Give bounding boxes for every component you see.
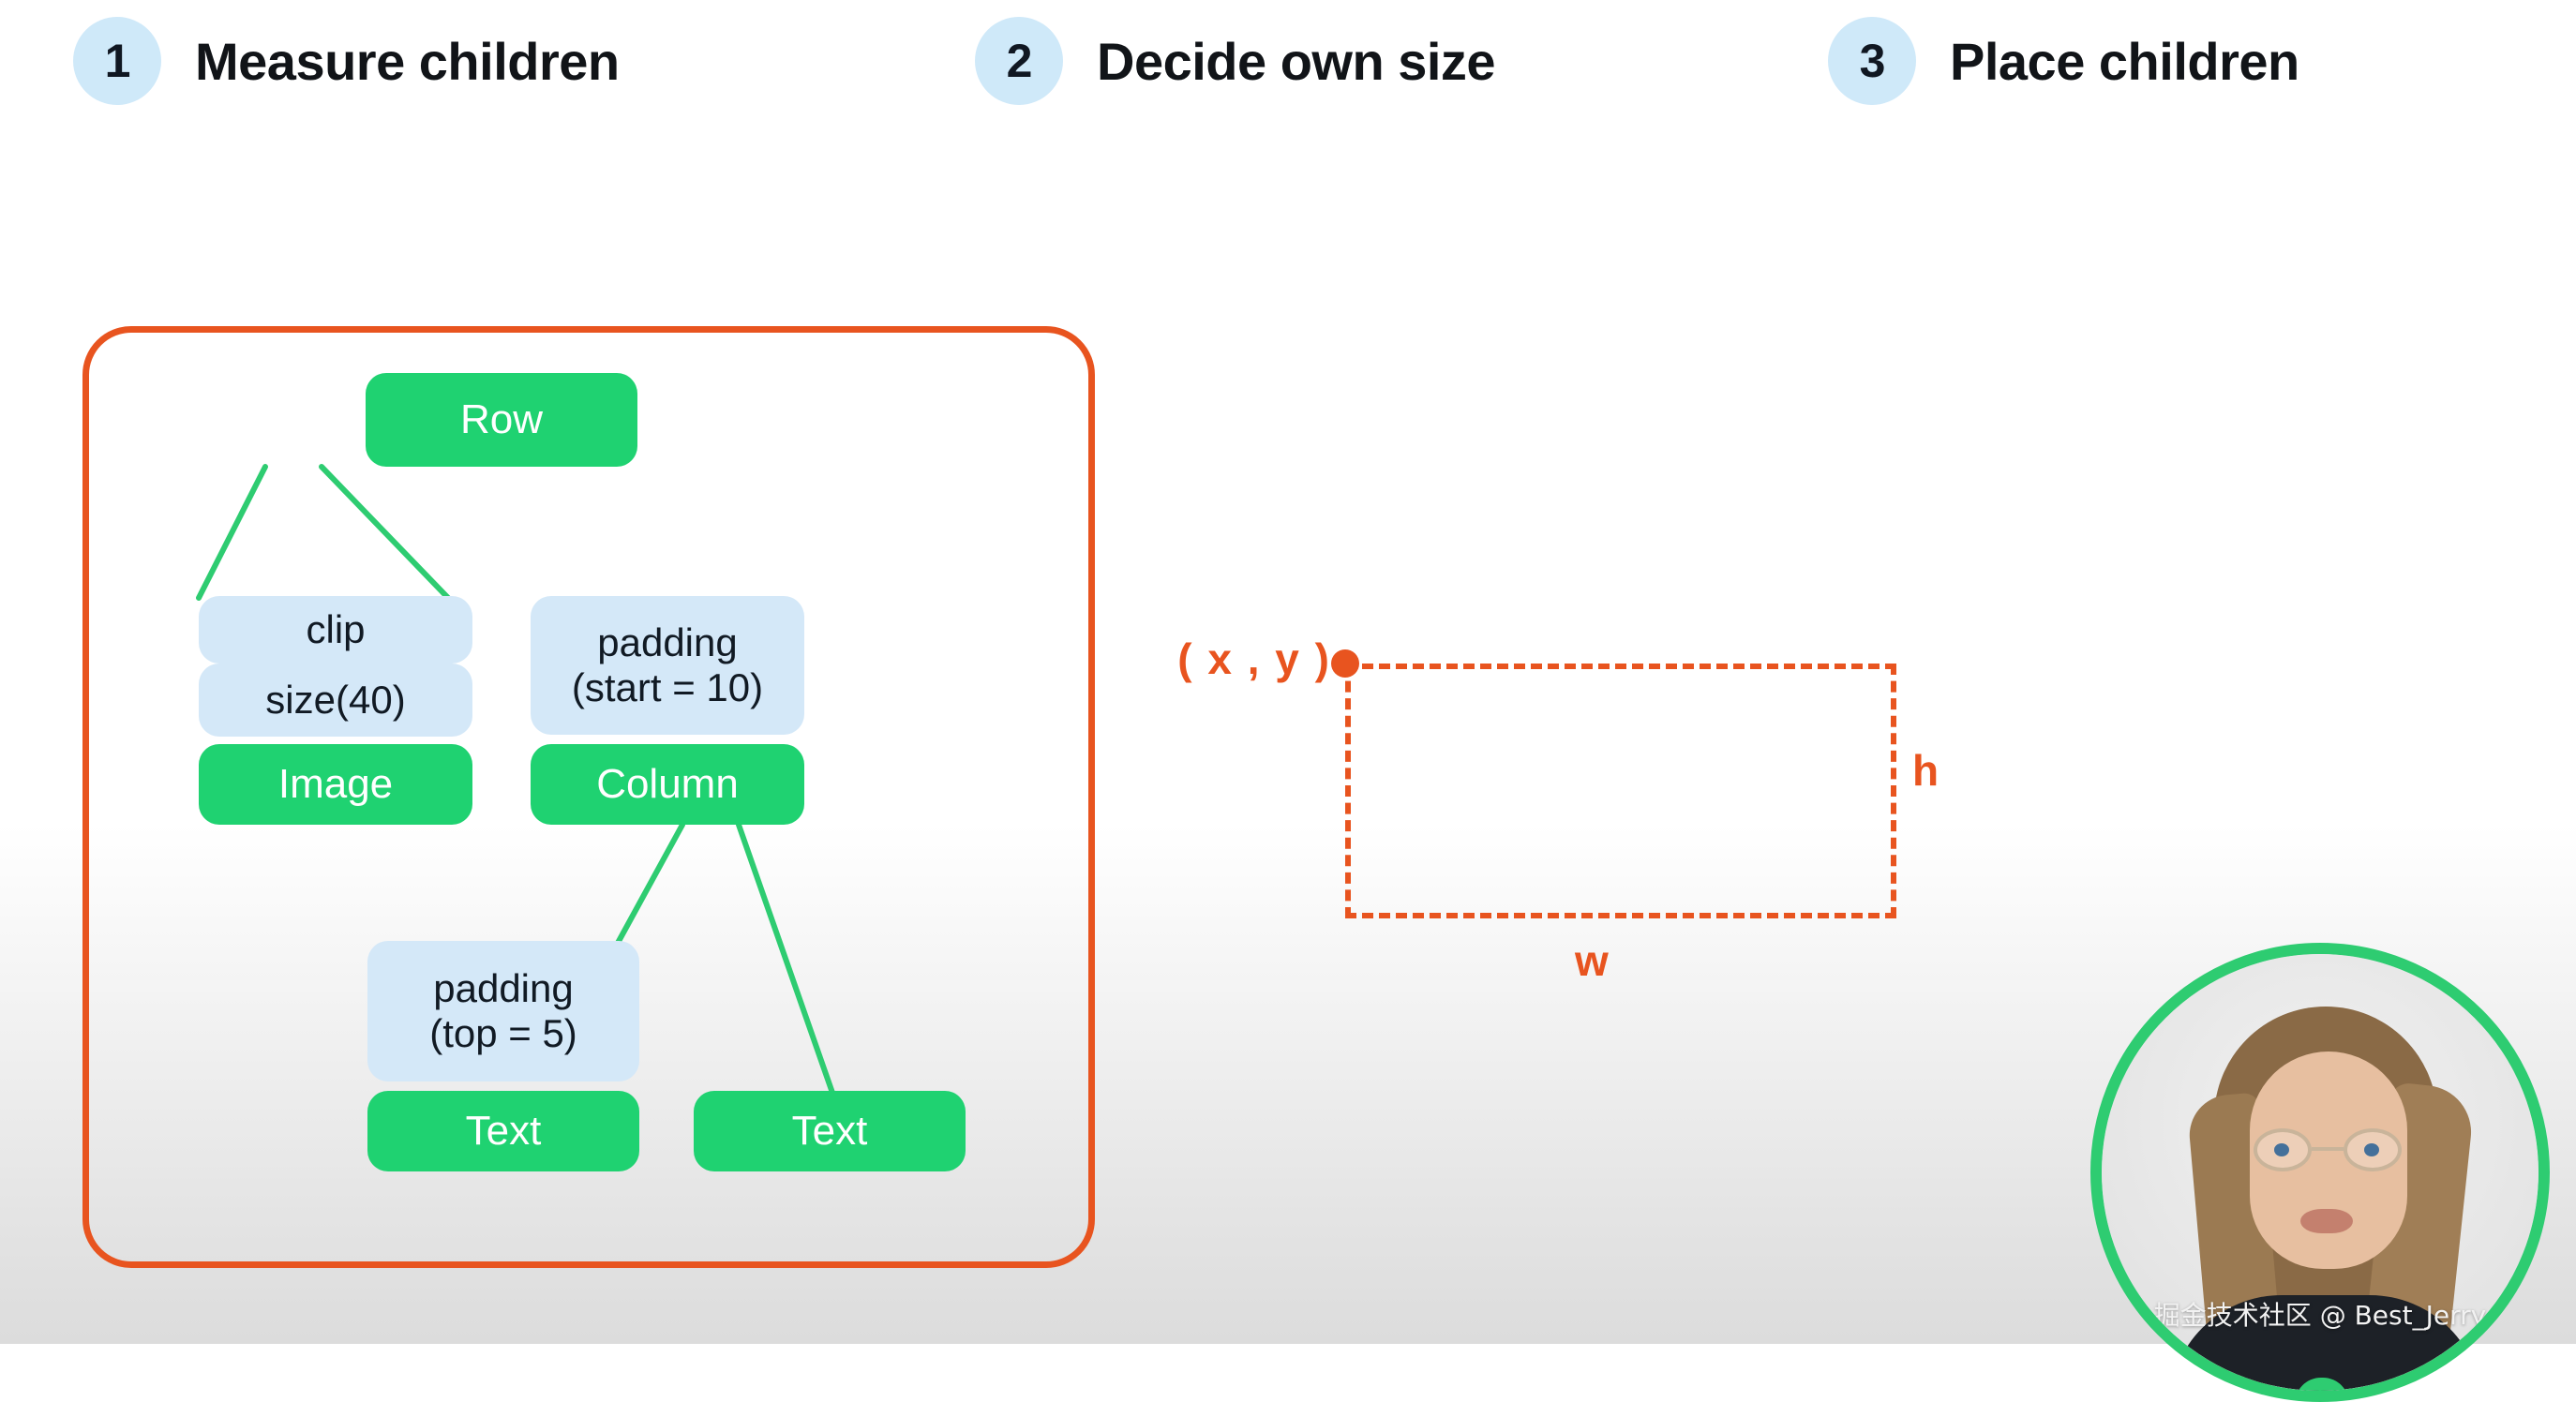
step-badge-1: 1 — [73, 17, 161, 105]
placement-box-diagram: ( x , y ) h w — [1162, 600, 2081, 993]
step-number: 1 — [104, 35, 131, 87]
tree-node-image[interactable]: Image — [199, 744, 472, 825]
step-number: 3 — [1859, 35, 1886, 87]
glasses-icon — [2252, 1128, 2405, 1171]
watermark-text: 掘金技术社区 @ Best_Jerry — [2153, 1300, 2487, 1331]
widget-tree-panel — [82, 326, 1095, 1268]
tree-node-column[interactable]: Column — [531, 744, 804, 825]
step-badge-2: 2 — [975, 17, 1063, 105]
origin-coordinate-label: ( x , y ) — [1177, 634, 1331, 683]
width-label: w — [1575, 936, 1609, 985]
glasses-bridge — [2312, 1147, 2344, 1151]
tree-node-label: size(40) — [265, 678, 406, 723]
tree-node-padding-start[interactable]: padding (start = 10) — [531, 596, 804, 735]
presenter-eye-left — [2274, 1143, 2289, 1156]
steps-header: 1 Measure children 2 Decide own size 3 P… — [0, 0, 2576, 169]
tree-node-label: Text — [465, 1107, 542, 1154]
step-item-place-children: 3 Place children — [1828, 17, 2299, 105]
tree-node-row[interactable]: Row — [366, 373, 637, 467]
tree-node-padding-top[interactable]: padding (top = 5) — [367, 941, 639, 1081]
step-label-1: Measure children — [195, 31, 620, 91]
tree-node-label: Text — [791, 1107, 868, 1154]
step-number: 2 — [1006, 35, 1033, 87]
dashed-bounds-rectangle — [1345, 664, 1896, 918]
tree-node-text-left[interactable]: Text — [367, 1091, 639, 1171]
tree-node-label: padding (top = 5) — [429, 966, 577, 1055]
tree-node-size40[interactable]: size(40) — [199, 664, 472, 737]
presenter-eye-right — [2364, 1143, 2379, 1156]
height-label: h — [1912, 746, 1939, 795]
presenter-video-frame: 掘金技术社区 @ Best_Jerry — [2102, 954, 2539, 1391]
step-item-decide-own-size: 2 Decide own size — [975, 17, 1496, 105]
tree-node-text-right[interactable]: Text — [694, 1091, 966, 1171]
step-item-measure-children: 1 Measure children — [73, 17, 620, 105]
presenter-video-bubble: 掘金技术社区 @ Best_Jerry — [2090, 943, 2550, 1402]
step-label-2: Decide own size — [1097, 31, 1496, 91]
tree-node-label: clip — [306, 607, 366, 652]
tree-node-label: Row — [459, 395, 544, 442]
step-badge-3: 3 — [1828, 17, 1916, 105]
tree-node-clip[interactable]: clip — [199, 596, 472, 664]
tree-node-label: padding (start = 10) — [571, 620, 764, 709]
tree-node-label: Column — [596, 760, 739, 807]
presenter-mouth — [2300, 1209, 2353, 1233]
tree-node-label: Image — [277, 760, 394, 807]
step-label-3: Place children — [1950, 31, 2299, 91]
